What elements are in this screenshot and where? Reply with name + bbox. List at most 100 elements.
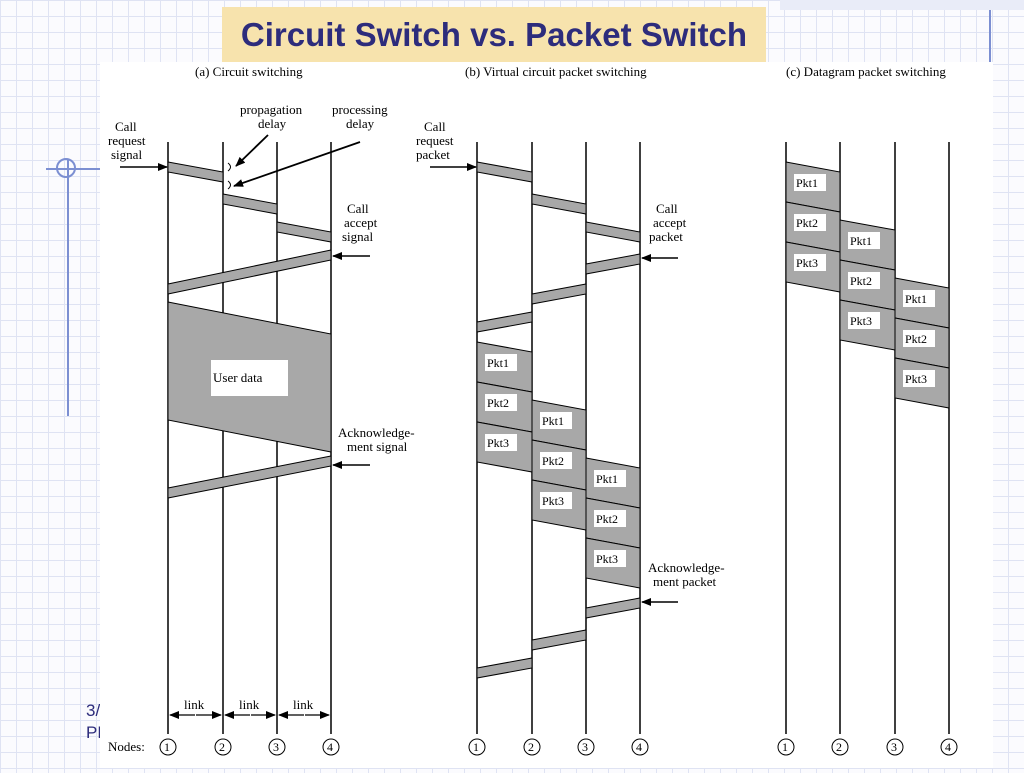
vc-packet-label-hop1-3: Pkt3 [487, 436, 509, 450]
node-circle-a4 [322, 738, 340, 756]
dg-packet-label-box-hop2-2 [848, 272, 880, 289]
node-number-c3: 3 [891, 740, 897, 754]
ack-label-b-2: ment packet [653, 574, 717, 589]
dg-packet-label-box-hop3-3 [903, 370, 935, 387]
call-request-label-a-1: Call [115, 119, 137, 134]
vc-packet-label-hop3-3: Pkt3 [596, 552, 618, 566]
vc-packet-label-hop1-2: Pkt2 [487, 396, 509, 410]
node-number-a2: 2 [219, 740, 225, 754]
vc-packet-label-hop2-1: Pkt1 [542, 414, 564, 428]
call-request-signal-bar-3 [276, 221, 332, 243]
nodes-label: Nodes: [108, 739, 145, 754]
panel-c-caption: (c) Datagram packet switching [786, 64, 946, 79]
ack-packet-bar-1 [585, 597, 641, 619]
node-number-a4: 4 [327, 740, 333, 754]
call-accept-packet-bar-1 [585, 253, 641, 275]
call-request-signal-bar-1 [167, 161, 224, 183]
dg-packet-label-hop3-1: Pkt1 [905, 292, 927, 306]
processing-delay-label-1: processing [332, 102, 388, 117]
slide-title-box: Circuit Switch vs. Packet Switch [222, 7, 766, 62]
vc-packet-label-box-hop3-1 [594, 470, 626, 487]
panel-datagram: (c) Datagram packet switching Pkt1Pkt2Pk… [777, 64, 958, 756]
node-circle-b1 [468, 738, 486, 756]
vc-packet-label-hop1-1: Pkt1 [487, 356, 509, 370]
switching-diagram: (a) Circuit switching User data Call req… [100, 62, 993, 768]
call-request-packet-bar-1 [476, 161, 533, 183]
user-data-label-box [211, 360, 288, 396]
dg-packet-label-box-hop1-3 [794, 254, 826, 271]
dg-packet-label-box-hop2-3 [848, 312, 880, 329]
call-accept-label-a-1: Call [347, 201, 369, 216]
node-number-b2: 2 [528, 740, 534, 754]
processing-delay-label-2: delay [346, 116, 375, 131]
node-number-a1: 1 [164, 740, 170, 754]
vc-packet-label-hop3-1: Pkt1 [596, 472, 618, 486]
ack-label-b-1: Acknowledge- [648, 560, 725, 575]
ack-signal-bar [167, 455, 332, 499]
dg-packet-label-box-hop1-2 [794, 214, 826, 231]
call-request-label-b-2: request [416, 133, 454, 148]
call-accept-label-a-3: signal [342, 229, 373, 244]
call-accept-label-a-2: accept [344, 215, 378, 230]
call-request-label-b-1: Call [424, 119, 446, 134]
ack-packet-bar-2 [531, 629, 587, 651]
dg-packet-label-box-hop3-1 [903, 290, 935, 307]
propagation-delay-label-1: propagation [240, 102, 303, 117]
ack-label-a-1: Acknowledge- [338, 425, 415, 440]
decor-circle-left [56, 158, 76, 178]
node-number-c4: 4 [945, 740, 951, 754]
panel-circuit-switching: (a) Circuit switching User data Call req… [108, 64, 415, 756]
panel-virtual-circuit: (b) Virtual circuit packet switching Cal… [416, 64, 725, 756]
vc-packet-label-box-hop3-2 [594, 510, 626, 527]
vc-packet-label-hop3-2: Pkt2 [596, 512, 618, 526]
decor-vertical-line-left [67, 160, 69, 416]
node-number-c1: 1 [782, 740, 788, 754]
vc-packet-label-hop2-3: Pkt3 [542, 494, 564, 508]
call-accept-label-b-3: packet [649, 229, 683, 244]
dg-packet-label-box-hop3-2 [903, 330, 935, 347]
link-label-1: link [184, 697, 205, 712]
node-circle-a3 [268, 738, 286, 756]
vc-packet-label-hop2-2: Pkt2 [542, 454, 564, 468]
vc-packet-label-box-hop2-3 [540, 492, 572, 509]
call-accept-packet-bar-3 [476, 311, 533, 333]
call-accept-label-b-2: accept [653, 215, 687, 230]
processing-delay-arrow [233, 141, 361, 187]
call-request-packet-bar-2 [531, 193, 587, 215]
dg-packet-label-hop1-3: Pkt3 [796, 256, 818, 270]
call-request-packet-bar-3 [585, 221, 641, 243]
node-circle-c1 [777, 738, 795, 756]
propagation-delay-label-2: delay [258, 116, 287, 131]
node-number-a3: 3 [273, 740, 279, 754]
dg-packet-label-hop2-3: Pkt3 [850, 314, 872, 328]
dg-packet-label-hop3-3: Pkt3 [905, 372, 927, 386]
call-accept-packet-bar-2 [531, 283, 587, 305]
user-data-label: User data [213, 370, 263, 385]
panel-a-caption: (a) Circuit switching [195, 64, 303, 79]
node-circle-c2 [831, 738, 849, 756]
dg-packet-label-box-hop2-1 [848, 232, 880, 249]
node-circle-c4 [940, 738, 958, 756]
propagation-delay-arrow [235, 134, 269, 167]
node-number-b1: 1 [473, 740, 479, 754]
call-accept-signal-bar [167, 249, 332, 295]
call-request-label-a-2: request [108, 133, 146, 148]
node-circle-a1 [159, 738, 177, 756]
node-circle-b3 [577, 738, 595, 756]
node-number-c2: 2 [836, 740, 842, 754]
call-request-label-a-3: signal [111, 147, 142, 162]
ack-packet-bar-3 [476, 657, 533, 679]
link-label-2: link [239, 697, 260, 712]
dg-packet-label-hop1-2: Pkt2 [796, 216, 818, 230]
call-request-label-b-3: packet [416, 147, 450, 162]
ack-label-a-2: ment signal [347, 439, 408, 454]
node-circle-b4 [631, 738, 649, 756]
dg-packet-label-hop2-2: Pkt2 [850, 274, 872, 288]
vc-packet-label-box-hop1-2 [485, 394, 517, 411]
node-circle-a2 [214, 738, 232, 756]
call-accept-label-b-1: Call [656, 201, 678, 216]
dg-packet-label-box-hop1-1 [794, 174, 826, 191]
node-circle-b2 [523, 738, 541, 756]
